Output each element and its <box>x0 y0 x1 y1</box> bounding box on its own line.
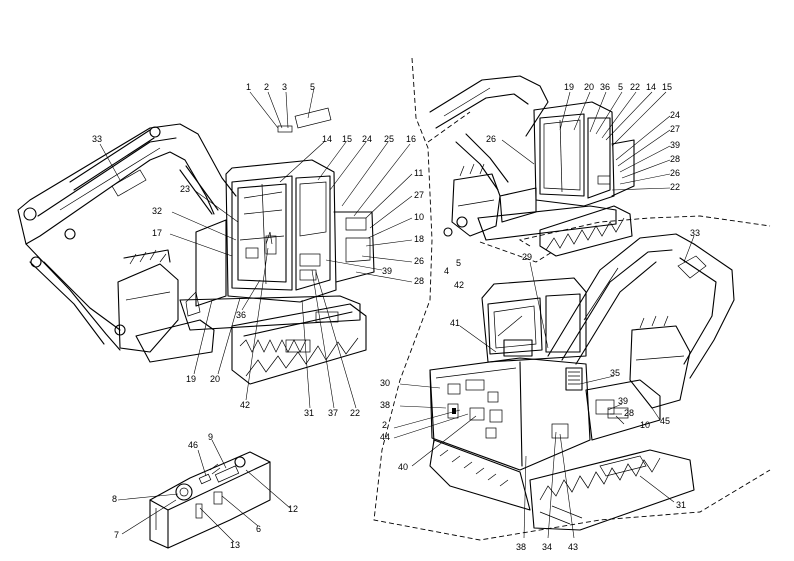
callout-k42: 42 <box>454 280 464 290</box>
callout-r41: 41 <box>450 318 460 328</box>
excavator-top-right-view <box>429 75 635 257</box>
callout-26: 26 <box>414 256 424 266</box>
callout-r35: 35 <box>610 368 620 378</box>
callout-r38: 38 <box>380 400 390 410</box>
callout-r19: 19 <box>564 82 574 92</box>
callout-k4: 4 <box>444 266 449 276</box>
callout-r26b: 26 <box>670 168 680 178</box>
callout-14: 14 <box>322 134 332 144</box>
callout-31: 31 <box>304 408 314 418</box>
callout-r43: 43 <box>568 542 578 552</box>
callout-r31: 31 <box>676 500 686 510</box>
callout-17: 17 <box>152 228 162 238</box>
callout-r28: 28 <box>670 154 680 164</box>
callout-1: 1 <box>246 82 251 92</box>
callout-r26a: 26 <box>486 134 496 144</box>
callout-r28b: 28 <box>624 408 634 418</box>
callout-b6: 6 <box>256 524 261 534</box>
callout-33: 33 <box>92 134 102 144</box>
callout-r15: 15 <box>662 82 672 92</box>
callout-r2: 2 <box>382 420 387 430</box>
callout-42: 42 <box>240 400 250 410</box>
callout-15: 15 <box>342 134 352 144</box>
callout-b46: 46 <box>188 440 198 450</box>
callout-19: 19 <box>186 374 196 384</box>
leader-lines <box>99 87 695 543</box>
callout-25: 25 <box>384 134 394 144</box>
callout-r14: 14 <box>646 82 656 92</box>
callout-r27: 27 <box>670 124 680 134</box>
view-separator <box>373 57 771 541</box>
callout-39: 39 <box>382 266 392 276</box>
callout-r5: 5 <box>618 82 623 92</box>
callout-11: 11 <box>414 168 423 178</box>
callout-16: 16 <box>406 134 416 144</box>
callout-r34: 34 <box>542 542 552 552</box>
callout-r44: 44 <box>380 432 390 442</box>
callout-r39b: 39 <box>618 396 628 406</box>
callout-r24: 24 <box>670 110 680 120</box>
callout-r45: 45 <box>660 416 670 426</box>
callout-24: 24 <box>362 134 372 144</box>
callout-r33: 33 <box>690 228 700 238</box>
callout-3: 3 <box>282 82 287 92</box>
callout-b13: 13 <box>230 540 240 550</box>
callout-labels: 1 2 3 5 33 15 24 25 16 14 23 11 27 10 18… <box>92 82 700 552</box>
callout-37: 37 <box>328 408 338 418</box>
callout-r22: 22 <box>630 82 640 92</box>
callout-b9: 9 <box>208 432 213 442</box>
callout-b7: 7 <box>114 530 119 540</box>
callout-27: 27 <box>414 190 424 200</box>
callout-r39: 39 <box>670 140 680 150</box>
callout-r10: 10 <box>640 420 650 430</box>
callout-22: 22 <box>350 408 360 418</box>
callout-23: 23 <box>180 184 190 194</box>
callout-20: 20 <box>210 374 220 384</box>
callout-r40: 40 <box>398 462 408 472</box>
tank-detail-view <box>149 451 271 549</box>
callout-r22b: 22 <box>670 182 680 192</box>
callout-2: 2 <box>264 82 269 92</box>
callout-28: 28 <box>414 276 424 286</box>
callout-5: 5 <box>310 82 315 92</box>
callout-36: 36 <box>236 310 246 320</box>
callout-10: 10 <box>414 212 424 222</box>
callout-r38b: 38 <box>516 542 526 552</box>
callout-r36: 36 <box>600 82 610 92</box>
callout-b12: 12 <box>288 504 298 514</box>
excavator-left-view <box>17 123 375 385</box>
callout-b8: 8 <box>112 494 117 504</box>
callout-18: 18 <box>414 234 424 244</box>
excavator-rear-view <box>429 233 735 531</box>
callout-k5: 5 <box>456 258 461 268</box>
callout-r30: 30 <box>380 378 390 388</box>
callout-32: 32 <box>152 206 162 216</box>
callout-r20: 20 <box>584 82 594 92</box>
callout-r29: 29 <box>522 252 532 262</box>
